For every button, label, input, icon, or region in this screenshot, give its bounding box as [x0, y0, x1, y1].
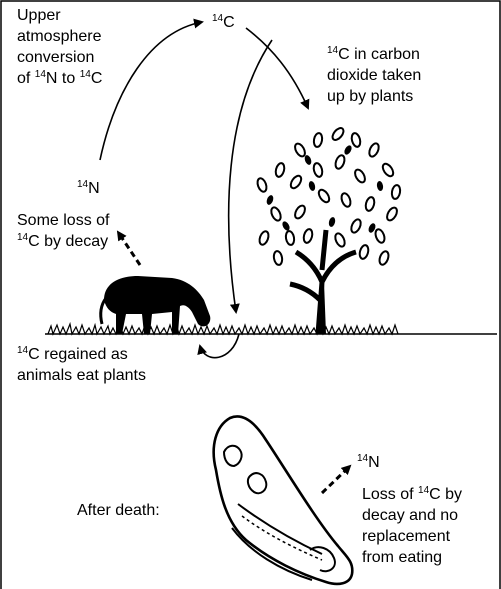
co2-uptake-label: 14C in carbon dioxide taken up by plants: [327, 44, 421, 107]
regained-label: 14C regained as animals eat plants: [17, 344, 146, 386]
some-loss-line: 14C by decay: [17, 232, 109, 251]
upper-atmosphere-line: conversion: [17, 49, 95, 66]
loss-decay-line: replacement: [362, 528, 451, 545]
loss-decay-line: decay and no: [362, 507, 459, 524]
horse-skull-icon: [212, 415, 354, 586]
co2-uptake-line: dioxide taken: [327, 67, 422, 84]
decay-loss-arrow: [116, 230, 142, 266]
loss-decay-line: from eating: [362, 549, 443, 566]
c14-to-plants-arrow: [245, 27, 310, 110]
n14-left-label: 14N: [77, 179, 100, 198]
co2-uptake-line: up by plants: [327, 88, 414, 105]
upper-atmosphere-line: Upper: [17, 7, 61, 24]
upper-atmosphere-label: Upper atmosphere conversion of 14N to 14…: [17, 5, 102, 89]
upper-atmosphere-line: atmosphere: [17, 28, 102, 45]
co2-uptake-line: 14C in carbon: [327, 45, 420, 64]
regained-line: animals eat plants: [17, 367, 146, 384]
c14-to-ground-arrow: [227, 39, 273, 314]
upper-atmosphere-line: of 14N to 14C: [17, 69, 103, 88]
regained-line: 14C regained as: [17, 345, 128, 364]
grass-icon: [45, 321, 497, 336]
loss-decay-label: Loss of 14C by decay and no replacement …: [362, 484, 462, 568]
after-death-label: After death:: [77, 502, 160, 519]
some-loss-line: Some loss of: [17, 212, 110, 229]
some-loss-label: Some loss of 14C by decay: [17, 210, 109, 252]
loss-decay-line: Loss of 14C by: [362, 485, 463, 504]
horse-icon: [99, 276, 211, 334]
n14-right-label: 14N: [357, 453, 380, 472]
c14-top-label: 14C: [212, 13, 235, 32]
n14-to-c14-arrow: [99, 18, 204, 161]
tree-icon: [256, 127, 402, 335]
regained-loop-arrow: [197, 333, 240, 359]
skull-decay-arrow: [320, 464, 352, 495]
